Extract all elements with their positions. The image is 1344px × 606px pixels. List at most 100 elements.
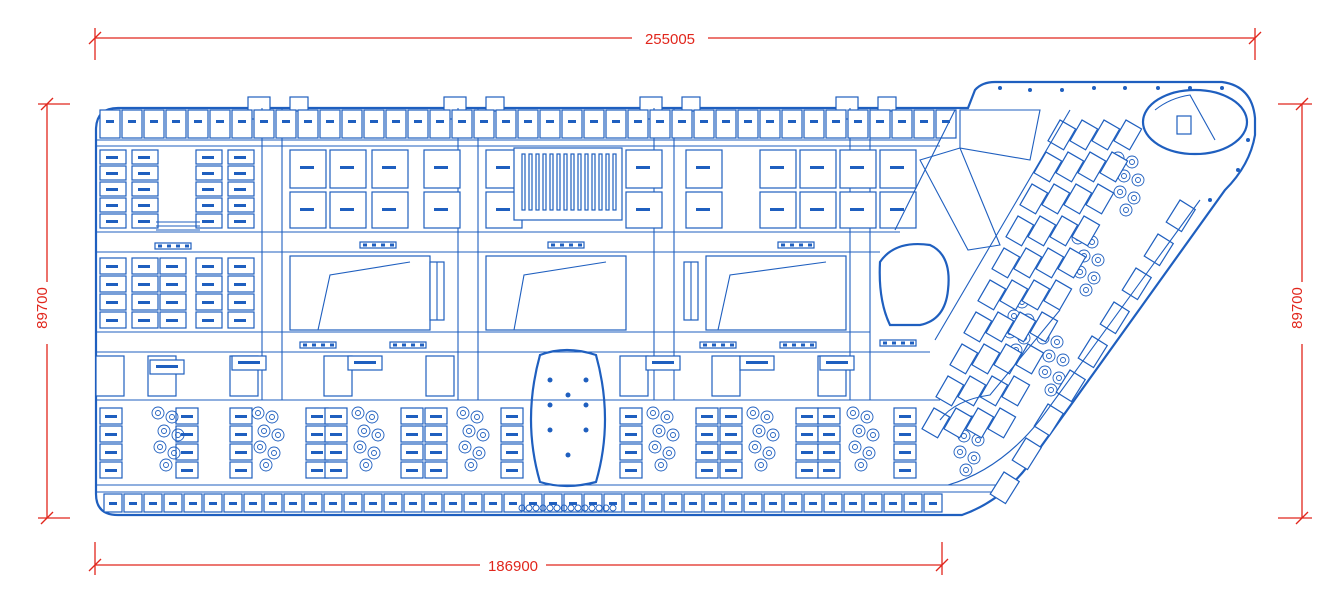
room-cell <box>759 109 781 139</box>
seat-row <box>542 153 547 211</box>
planter <box>539 504 547 512</box>
room-mark <box>430 415 442 418</box>
room-cell <box>495 109 517 139</box>
column-dot <box>1028 88 1032 92</box>
corridors <box>96 108 1000 493</box>
column-dot <box>998 86 1002 90</box>
room-cell <box>1047 119 1077 151</box>
planter <box>609 504 617 512</box>
room-cell <box>963 311 993 343</box>
room-mark <box>105 433 117 436</box>
room-mark <box>392 120 400 123</box>
room-mark <box>209 502 217 505</box>
planter <box>581 504 589 512</box>
tree-symbol <box>470 410 484 424</box>
tree-symbol <box>752 444 758 450</box>
room-mark <box>414 120 422 123</box>
tree-symbol <box>959 463 973 477</box>
room-cell <box>319 109 341 139</box>
room-mark <box>801 415 813 418</box>
tree-symbol <box>472 446 486 460</box>
bench-seat <box>330 343 334 347</box>
room-mark <box>235 451 247 454</box>
room-cell <box>1035 247 1065 279</box>
room-mark <box>589 502 597 505</box>
room-mark <box>434 166 448 169</box>
room-mark <box>652 361 674 364</box>
tree-symbol <box>1117 189 1123 195</box>
tree-symbol <box>257 444 263 450</box>
tree-symbol <box>1044 383 1058 397</box>
room-mark <box>678 120 686 123</box>
room-mark <box>801 433 813 436</box>
bench-seat <box>411 343 415 347</box>
room-cell <box>1091 119 1121 151</box>
tree-symbol <box>165 410 179 424</box>
tree-symbol <box>652 444 658 450</box>
room-mark <box>449 502 457 505</box>
tree-symbol <box>261 428 267 434</box>
bench-seat <box>730 343 734 347</box>
tree-symbol <box>971 455 977 461</box>
room-mark <box>340 166 354 169</box>
room-mark <box>701 415 713 418</box>
tree-symbol <box>866 428 880 442</box>
room-mark <box>166 283 178 286</box>
column-dot <box>1123 86 1127 90</box>
bench-seat <box>560 243 564 247</box>
planter <box>518 504 526 512</box>
bench-seat <box>883 341 887 345</box>
column-dot <box>1208 198 1212 202</box>
room-mark <box>569 502 577 505</box>
room-mark <box>832 120 840 123</box>
tree-symbol <box>1046 353 1052 359</box>
room-mark <box>701 433 713 436</box>
room-cell <box>1077 335 1109 369</box>
tree-symbol <box>758 462 764 468</box>
room-mark <box>942 120 950 123</box>
hall-seating-rows <box>521 153 617 211</box>
room-mark <box>382 208 396 211</box>
room-mark <box>823 451 835 454</box>
room-mark <box>876 120 884 123</box>
room-mark <box>354 361 376 364</box>
room-mark <box>128 120 136 123</box>
tree-symbol <box>1127 191 1141 205</box>
room-cell <box>187 109 209 139</box>
bench-seat <box>321 343 325 347</box>
room-mark <box>156 365 178 368</box>
tree-symbol <box>1054 339 1060 345</box>
bench <box>359 241 397 249</box>
tree-symbol <box>369 414 375 420</box>
tree-symbol <box>468 462 474 468</box>
room-cell <box>1099 151 1129 183</box>
room-cell <box>737 109 759 139</box>
tree-symbol <box>367 446 381 460</box>
tree-symbol <box>167 446 181 460</box>
room-mark <box>709 502 717 505</box>
room-mark <box>150 120 158 123</box>
planter <box>567 504 575 512</box>
tree-symbol <box>371 450 377 456</box>
room-mark <box>770 166 784 169</box>
planter <box>595 504 603 512</box>
room-mark <box>568 120 576 123</box>
room-cell <box>957 375 987 407</box>
planter <box>546 504 554 512</box>
room-mark <box>311 415 323 418</box>
room-cell <box>1077 151 1107 183</box>
tree-symbol <box>766 428 780 442</box>
room-mark <box>649 502 657 505</box>
room-mark <box>629 502 637 505</box>
room-mark <box>105 451 117 454</box>
room-cell <box>1085 183 1115 215</box>
bench-seat <box>167 244 171 248</box>
room-mark <box>722 120 730 123</box>
bench <box>699 341 737 349</box>
tree-symbol <box>852 444 858 450</box>
room-cell <box>625 149 663 189</box>
room-mark <box>181 433 193 436</box>
dimension-bottom: 186900 <box>88 542 949 575</box>
room-mark <box>701 451 713 454</box>
room-mark <box>105 415 117 418</box>
